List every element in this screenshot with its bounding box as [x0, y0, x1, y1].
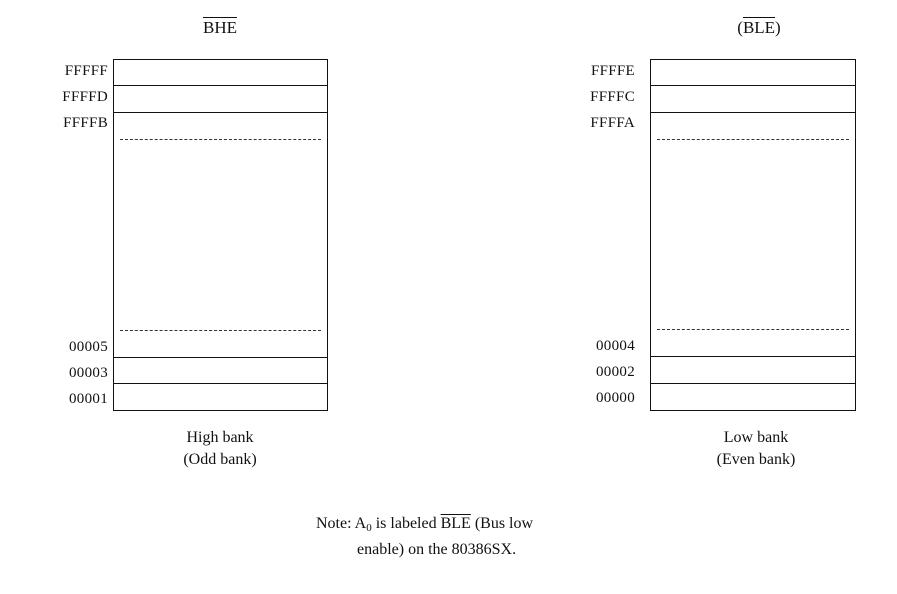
ble-signal-label: BLE [742, 18, 776, 37]
low-bank-row-divider [651, 383, 855, 384]
low-bank-memory-block [650, 59, 856, 411]
low-bank-address: FFFFA [590, 115, 635, 131]
high-bank-address: FFFFD [62, 89, 108, 105]
low-bank-address: FFFFE [590, 63, 635, 79]
high-bank-address: FFFFB [63, 115, 108, 131]
high-bank-ellipsis-top [120, 139, 321, 140]
low-bank-caption: Low bank (Even bank) [656, 427, 856, 471]
footnote-signal: BLE [440, 515, 471, 532]
low-bank-header-open: ( [737, 18, 743, 37]
low-bank-header-close: ) [775, 18, 781, 37]
low-bank-row-divider [651, 85, 855, 86]
low-bank-header: (BLE) [699, 18, 819, 38]
high-bank-row-divider [114, 357, 327, 358]
high-bank-caption-subtitle: (Odd bank) [183, 451, 257, 468]
high-bank-row-divider [114, 383, 327, 384]
high-bank-row-divider [114, 85, 327, 86]
low-bank-row-divider [651, 112, 855, 113]
low-bank-address: 00000 [596, 390, 635, 406]
high-bank-address: FFFFF [64, 63, 108, 79]
low-bank-caption-subtitle: (Even bank) [716, 451, 796, 468]
low-bank-address: 00002 [596, 364, 635, 380]
high-bank-row-divider [114, 112, 327, 113]
bhe-signal-label: BHE [203, 18, 237, 37]
low-bank-caption-title: Low bank [723, 429, 789, 446]
low-bank-address: 00004 [596, 338, 635, 354]
high-bank-address: 00003 [69, 365, 108, 381]
high-bank-address: 00001 [69, 391, 108, 407]
high-bank-address: 00005 [69, 339, 108, 355]
low-bank-address: FFFFC [590, 89, 635, 105]
footnote-subscript: 0 [366, 522, 372, 534]
high-bank-header: BHE [160, 18, 280, 38]
footnote-suffix: (Bus low [470, 515, 534, 532]
high-bank-caption-title: High bank [186, 429, 254, 446]
high-bank-memory-block [113, 59, 328, 411]
low-bank-row-divider [651, 356, 855, 357]
footnote-line-1: Note: A0 is labeled BLE (Bus low [316, 513, 533, 539]
footnote-line-2: enable) on the 80386SX. [357, 541, 517, 558]
low-bank-ellipsis-bottom [657, 329, 849, 330]
footnote-middle: is labeled [371, 515, 441, 532]
footnote-prefix: Note: A [316, 515, 367, 532]
low-bank-ellipsis-top [657, 139, 849, 140]
high-bank-caption: High bank (Odd bank) [120, 427, 320, 471]
footnote: Note: A0 is labeled BLE (Bus low enable)… [316, 513, 533, 561]
high-bank-ellipsis-bottom [120, 330, 321, 331]
